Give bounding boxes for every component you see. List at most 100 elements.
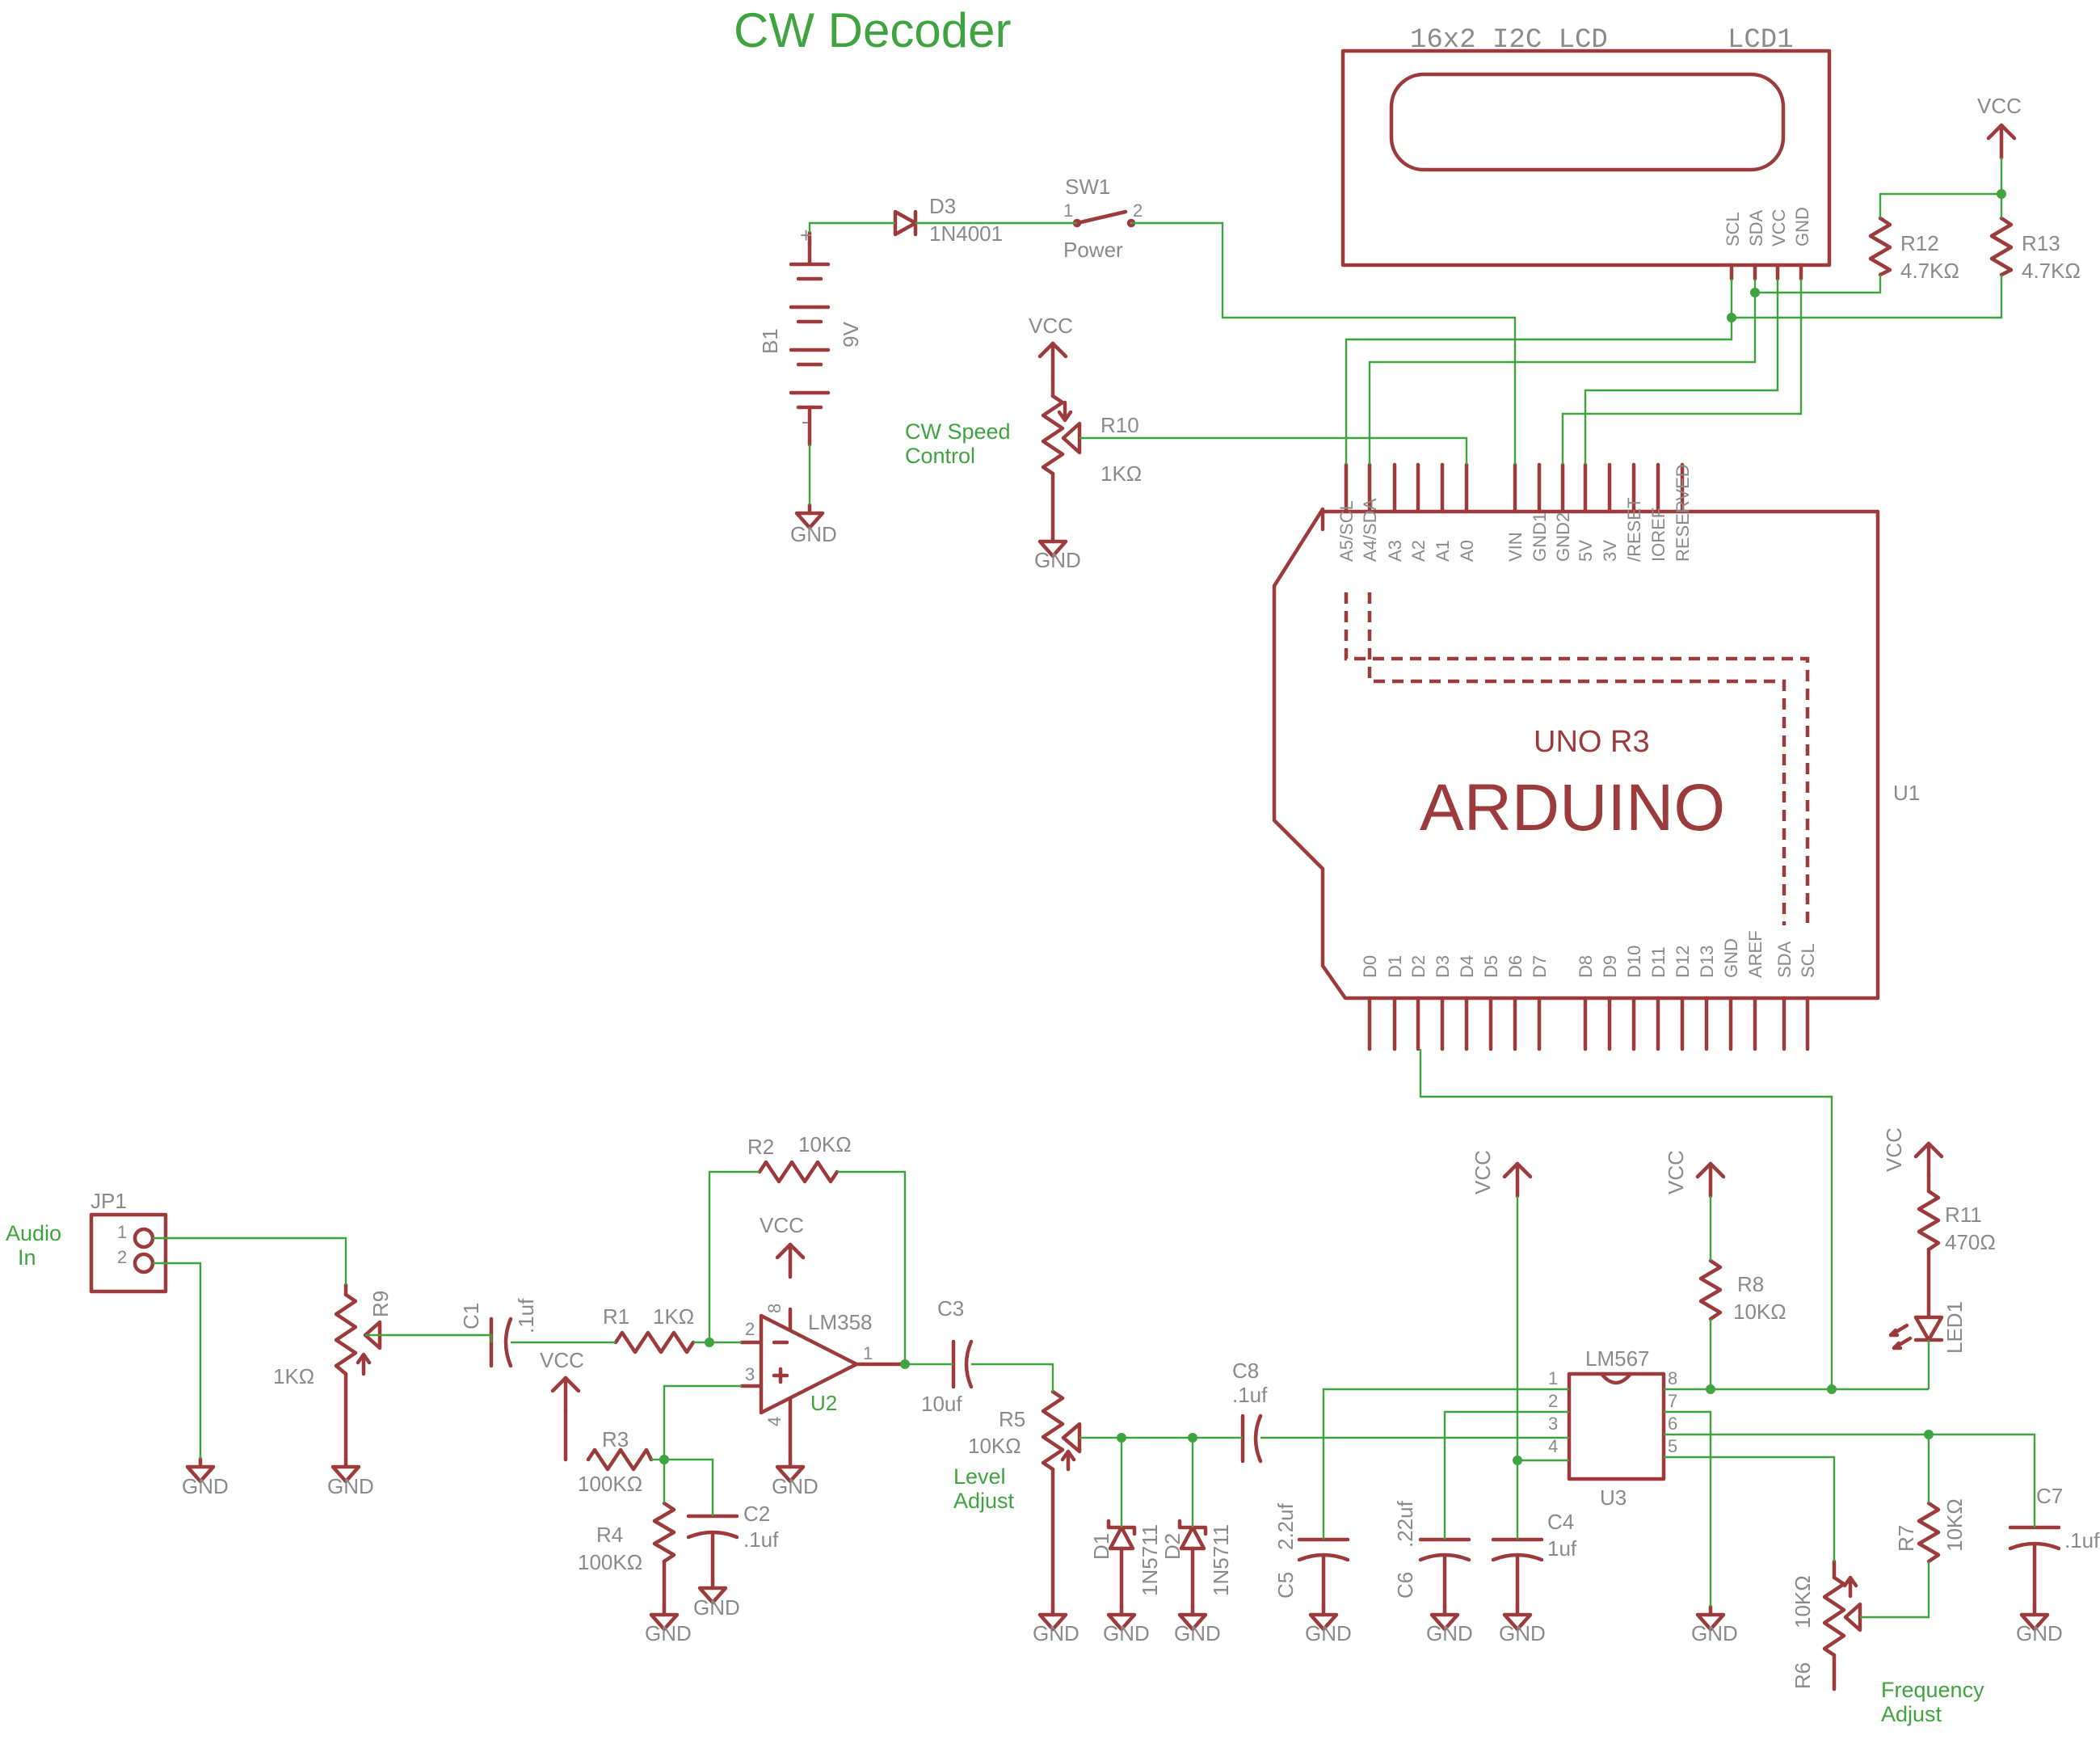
c4-gnd-label: GND [1499,1621,1546,1645]
capacitor-c2 [686,1514,739,1582]
r10-value: 1KΩ [1101,461,1142,486]
r7-ref: R7 [1894,1525,1918,1552]
arduino-top-pin-label: A3 [1385,540,1405,562]
jp1-pin1-label: 1 [117,1222,127,1242]
r10-ref: R10 [1101,413,1139,437]
r11-ref: R11 [1945,1203,1982,1227]
r2-value: 10KΩ [798,1132,852,1156]
r11-vcc-label: VCC [1882,1127,1906,1172]
pot-r10 [1041,373,1082,536]
u2-gnd-label: GND [772,1474,819,1498]
sw1-pin2: 2 [1133,200,1143,221]
resistor-r4 [652,1501,676,1609]
resistor-r8 [1698,1258,1723,1321]
u3-ref: U3 [1600,1485,1627,1510]
arduino-top-pin-label: GND1 [1530,512,1550,562]
c8-ref: C8 [1232,1359,1259,1383]
resistor-r3 [563,1408,654,1472]
d1-ref: D1 [1089,1533,1113,1560]
lcd-pin-scl: SCL [1723,212,1743,246]
d2-gnd-label: GND [1174,1621,1221,1645]
pot-r5 [1041,1389,1082,1609]
arduino-top-pin-label: A1 [1433,540,1453,562]
c3-value: 10uf [921,1392,962,1416]
c1-value: .1uf [514,1298,538,1333]
capacitor-c4 [1491,1537,1544,1609]
arduino-bottom-pin-label: SDA [1774,941,1795,978]
arduino-top-pin-label: /RESET [1624,498,1644,562]
c4-value: 1uf [1547,1536,1577,1561]
sw1-ref: SW1 [1065,175,1110,199]
c7-value: .1uf [2064,1528,2100,1553]
r6-ref: R6 [1791,1662,1815,1689]
cw-speed-note-line2: Control [905,444,975,468]
resistor-r11 [1917,1173,1941,1318]
r6-value: 10KΩ [1791,1575,1815,1628]
arduino-sda-bus [1367,592,1786,925]
arduino-ref: U1 [1893,781,1920,805]
arduino-bottom-pin-label: D8 [1576,955,1596,978]
arduino-top-pin-label: A2 [1408,540,1429,562]
arduino-top-pin-label: A0 [1457,540,1477,562]
arduino-bottom-pin-label: D13 [1697,946,1717,978]
arduino-bottom-pin-label: D3 [1433,955,1453,978]
arduino-top-pin-label: 5V [1576,540,1596,562]
c2-ref: C2 [743,1502,770,1526]
pot-r6 [1822,1559,1862,1692]
capacitor-c1 [489,1317,513,1368]
c4-ref: C4 [1547,1510,1574,1534]
audio-in-note-line2: In [18,1245,36,1270]
lcd-pin-sda: SDA [1746,209,1766,246]
schematic-title: CW Decoder [734,3,1011,57]
diode-d2 [1177,1519,1208,1609]
u3-pin7: 7 [1668,1391,1677,1411]
level-adjust-note-line1: Level [953,1464,1006,1489]
sw1-pin1: 1 [1063,200,1073,221]
lcd-pin-gnd: GND [1792,207,1812,246]
u2-pin8: 8 [764,1304,785,1313]
diode-d3 [893,209,918,237]
r5-value: 10KΩ [968,1434,1021,1458]
arduino-top-pin-label: RESERVED [1673,464,1693,562]
r12-value: 4.7KΩ [1900,259,1959,283]
r8-ref: R8 [1737,1272,1764,1296]
r9-value: 1KΩ [273,1364,314,1388]
d3-ref: D3 [929,194,956,218]
arduino-bottom-pin-label: D9 [1600,955,1620,978]
frequency-adjust-note-line2: Adjust [1881,1702,1942,1726]
r4-value: 100KΩ [578,1550,642,1574]
junction-dots [659,189,2006,1465]
arduino-bottom-pin-label: SCL [1798,943,1818,978]
r1-value: 1KΩ [653,1304,694,1329]
c5-gnd-label: GND [1305,1621,1352,1645]
arduino-bottom-pin-label: D10 [1624,946,1644,978]
jp1-ref: JP1 [90,1189,127,1213]
capacitor-c8 [1240,1413,1263,1464]
c1-ref: C1 [459,1303,483,1329]
arduino-bottom-pin-label: GND [1721,938,1741,978]
arduino-top-pin-label: VIN [1505,532,1526,562]
audio-in-note-line1: Audio [6,1221,61,1245]
r9-ref: R9 [368,1291,393,1317]
arduino-bottom-pin-label: D12 [1673,946,1693,978]
arduino-top-pin-label: 3V [1600,540,1620,562]
r8-value: 10KΩ [1733,1300,1786,1324]
cw-speed-note-line1: CW Speed [905,419,1011,444]
r10-gnd-label: GND [1034,548,1081,572]
level-adjust-note-line2: Adjust [953,1489,1015,1513]
u3-pin3: 3 [1548,1413,1558,1434]
ic-u3 [1567,1371,1666,1481]
connector-jp1 [89,1212,168,1294]
capacitor-c5 [1297,1537,1350,1609]
d3-value: 1N4001 [929,221,1003,246]
resistor-r12 [1868,216,1892,277]
u3-pin5: 5 [1668,1436,1677,1456]
resistor-r1 [613,1330,696,1355]
c6-value: .22uf [1393,1500,1417,1548]
arduino-bottom-pin-label: D11 [1648,946,1669,978]
arduino-bottom-pin-label: D0 [1360,955,1380,978]
lcd-pin-vcc: VCC [1769,209,1789,246]
arduino-model: UNO R3 [1534,725,1650,759]
r4-ref: R4 [596,1523,623,1547]
